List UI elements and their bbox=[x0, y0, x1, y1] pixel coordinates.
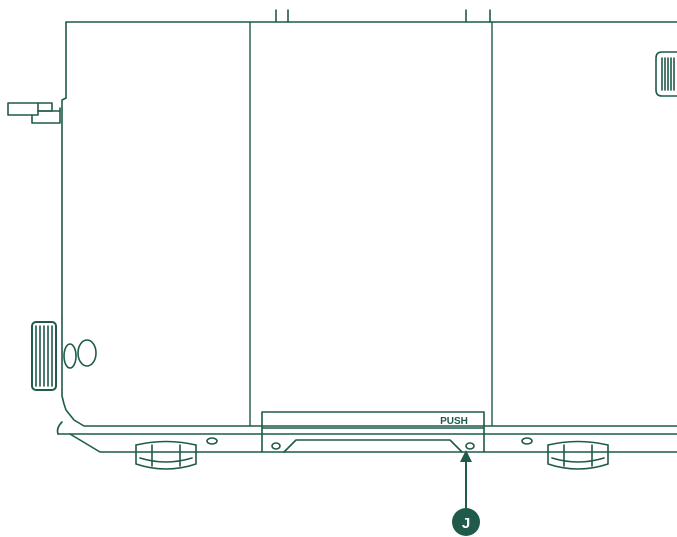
top-post-right bbox=[465, 9, 491, 23]
side-connector bbox=[7, 102, 61, 124]
knurled-knob bbox=[31, 321, 57, 391]
round-button-1 bbox=[63, 343, 77, 369]
arrow-up-icon bbox=[460, 450, 472, 462]
housing-outline bbox=[56, 21, 677, 453]
base-hole-left bbox=[206, 437, 218, 445]
vent-grille bbox=[655, 51, 677, 97]
callout-letter: J bbox=[462, 515, 470, 532]
base-hole-right bbox=[521, 437, 533, 445]
push-drawer bbox=[261, 411, 485, 453]
round-button-2 bbox=[77, 339, 97, 367]
push-label: PUSH bbox=[440, 416, 468, 427]
foot-left bbox=[135, 440, 197, 470]
top-post-left bbox=[275, 9, 289, 23]
callout-j: J bbox=[452, 508, 480, 536]
foot-right bbox=[547, 440, 609, 470]
